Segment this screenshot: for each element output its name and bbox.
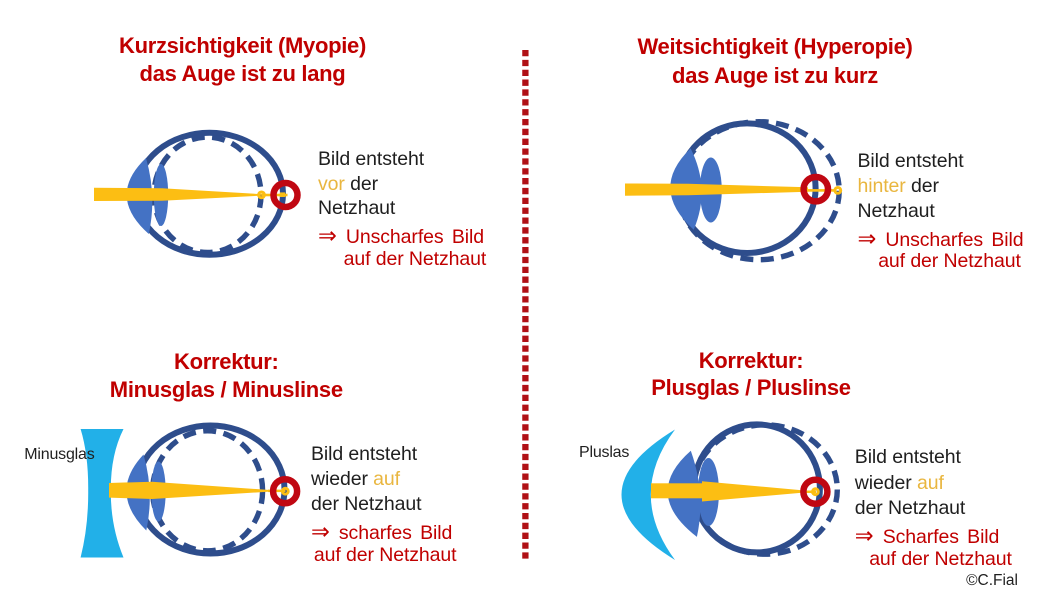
myopia-note-line1: Bild entsteht	[318, 147, 425, 170]
minus-title-line1: Korrektur:	[174, 348, 279, 374]
arrow-icon: ⇒	[857, 225, 886, 251]
hyperopia-note-line5: auf der Netzhaut	[878, 250, 1021, 273]
hyperopia-note-line3: Netzhaut	[857, 199, 935, 222]
note-result: Unscharfes Bild	[345, 225, 484, 248]
light-beam	[702, 481, 806, 502]
myopia-title-line2: das Auge ist zu lang	[139, 61, 346, 87]
note-highlight: auf	[916, 471, 944, 494]
hyperopia-title-line1: Weitsichtigkeit (Hyperopie)	[637, 34, 913, 60]
note-post: der	[344, 172, 378, 195]
minus-note-line1: Bild entsteht	[311, 442, 418, 465]
retina-spot	[279, 192, 286, 197]
focal-point-dot	[257, 190, 266, 200]
plus-note-line4: ⇒ Scharfes Bild	[854, 523, 1000, 549]
plus-note-line3: der Netzhaut	[854, 497, 966, 520]
note-highlight: vor	[318, 172, 345, 195]
hyperopia-note-line1: Bild entsteht	[857, 150, 964, 173]
copyright: ©C.Fial	[966, 572, 1018, 590]
note-highlight: auf	[373, 468, 400, 490]
hyperopia-title-line2: das Auge ist zu kurz	[672, 63, 878, 89]
plus-note-line5: auf der Netzhaut	[869, 547, 1012, 570]
minus-note-line4: ⇒ scharfes Bild	[311, 518, 453, 544]
myopia-note-line5: auf der Netzhaut	[343, 247, 487, 270]
arrow-icon: ⇒	[854, 523, 883, 549]
note-pre: wieder	[854, 471, 917, 494]
arrow-icon: ⇒	[311, 518, 339, 544]
plus-note-line1: Bild entsteht	[854, 446, 961, 468]
pluslas-label: Pluslas	[579, 443, 630, 461]
note-result: Unscharfes Bild	[885, 228, 1024, 251]
minus-note-line2: wieder auf	[311, 468, 400, 490]
focal-point-dot	[811, 487, 820, 497]
retina-marker-ring	[800, 476, 831, 507]
eye-diagram-hyperopia	[625, 118, 843, 263]
arrow-icon: ⇒	[318, 222, 346, 248]
light-beam-entry	[651, 483, 709, 499]
plus-title-line1: Korrektur:	[698, 347, 804, 373]
minus-title-line2: Minusglas / Minuslinse	[109, 376, 343, 402]
retina-marker-ring	[269, 475, 301, 507]
note-pre: wieder	[311, 468, 374, 490]
light-beam	[94, 187, 262, 201]
light-ray-line	[804, 490, 816, 493]
retina-marker-ring	[800, 173, 832, 205]
eye-diagram-myopia-corrected	[80, 422, 301, 558]
convex-lens-plusglas	[621, 429, 675, 560]
note-highlight: hinter	[857, 174, 906, 197]
myopia-title-line1: Kurzsichtigkeit (Myopie)	[118, 33, 367, 59]
hyperopia-note-line4: ⇒ Unscharfes Bild	[857, 225, 1024, 251]
plus-title-line2: Plusglas / Pluslinse	[651, 374, 851, 400]
hyperopia-note-line2: hinter der	[857, 174, 939, 197]
note-result: Scharfes Bild	[882, 526, 1000, 549]
minus-note-line3: der Netzhaut	[311, 493, 422, 516]
eye-diagram-myopia	[94, 129, 301, 258]
focal-point-dot	[280, 486, 290, 496]
myopia-note-line3: Netzhaut	[318, 197, 396, 220]
light-ray-line	[268, 489, 286, 493]
note-post: der	[905, 174, 939, 197]
light-beam	[625, 183, 808, 196]
note-result: scharfes Bild	[338, 521, 453, 544]
minus-note-line5: auf der Netzhaut	[313, 543, 457, 566]
retina-marker-ring	[270, 179, 301, 211]
light-beam	[109, 481, 270, 499]
myopia-note-line2: vor der	[318, 172, 378, 195]
concave-lens-minusglas	[80, 429, 124, 558]
focal-point-dot	[833, 186, 843, 195]
plus-note-line2: wieder auf	[854, 471, 944, 494]
myopia-note-line4: ⇒ Unscharfes Bild	[318, 222, 484, 248]
eye-diagram-hyperopia-corrected	[621, 421, 841, 560]
light-ray-line	[806, 189, 836, 192]
minusglas-label: Minusglas	[24, 445, 95, 463]
